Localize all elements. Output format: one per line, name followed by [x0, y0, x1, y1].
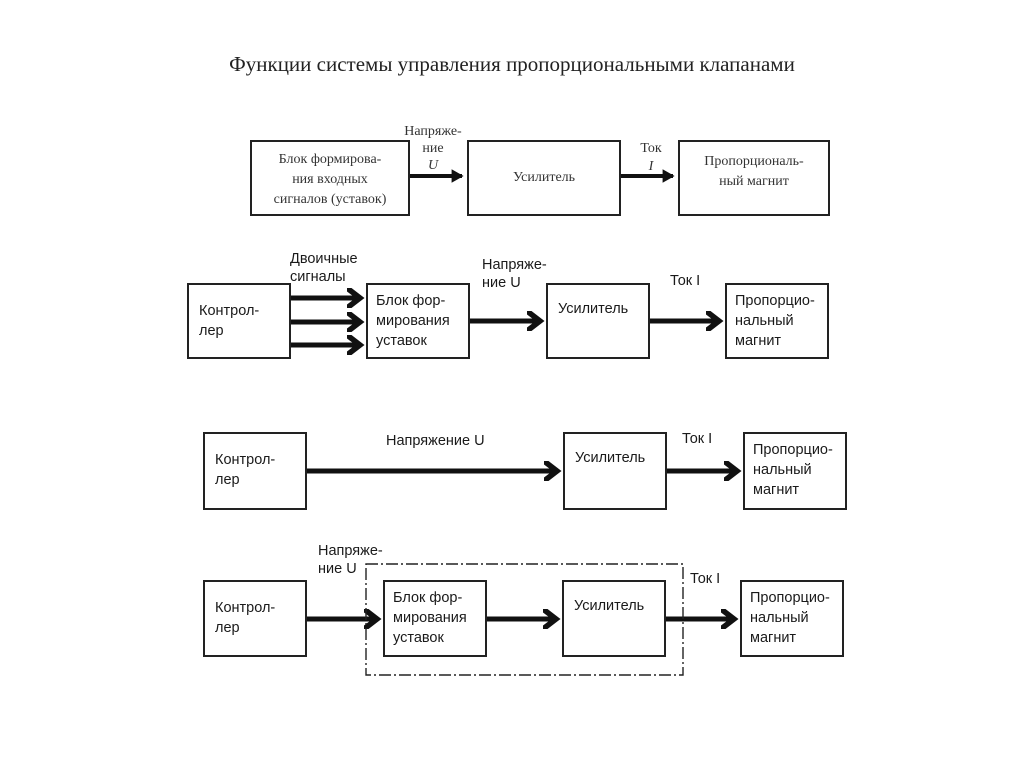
- dashed-group-frame-outline: [365, 563, 684, 676]
- block-label: Усилитель: [575, 450, 646, 466]
- block-label: Контрол- лер: [215, 452, 276, 488]
- voltage-label: Напряже- ние U: [318, 543, 383, 577]
- current-label: Ток I: [670, 273, 701, 289]
- block-label: Контрол- лер: [199, 303, 260, 339]
- magnet-block: Пропорциональ- ный магнит: [678, 140, 830, 216]
- block-label: Контрол- лер: [215, 600, 276, 636]
- voltage-label: Напряжение U: [386, 433, 485, 449]
- controller-block: Контрол- лер: [203, 432, 307, 510]
- voltage-text: Напряже- ние: [404, 124, 462, 156]
- magnet-block: Пропорцио- нальный магнит: [743, 432, 847, 510]
- magnet-block: Пропорцио- нальный магнит: [725, 283, 829, 359]
- current-var: I: [648, 159, 654, 174]
- amplifier-block: Усилитель: [563, 432, 667, 510]
- current-label: Ток I: [682, 431, 713, 447]
- amplifier-block: Усилитель: [546, 283, 650, 359]
- block-label: Блок формирова- ния входных сигналов (ус…: [273, 152, 387, 207]
- current-text: Ток: [640, 141, 662, 156]
- amplifier-block: Усилитель: [562, 580, 666, 657]
- block-label: Усилитель: [558, 301, 629, 317]
- amplifier-block: Усилитель: [467, 140, 621, 216]
- controller-block: Контрол- лер: [187, 283, 291, 359]
- block-label: Пропорцио- нальный магнит: [735, 293, 815, 349]
- binary-signals-label: Двоичные сигналы: [290, 251, 358, 285]
- current-label: Ток I: [690, 571, 721, 587]
- voltage-label: Напряже- ние U: [482, 257, 547, 291]
- setpoint-block: Блок формирова- ния входных сигналов (ус…: [250, 140, 410, 216]
- current-label: Ток I: [626, 122, 676, 176]
- voltage-label: Напряже- ние U: [398, 106, 468, 174]
- block-label: Пропорциональ- ный магнит: [704, 154, 804, 189]
- controller-block: Контрол- лер: [203, 580, 307, 657]
- block-label: Усилитель: [574, 598, 645, 614]
- setpoint-block: Блок фор- мирования уставок: [366, 283, 470, 359]
- block-label: Блок фор- мирования уставок: [393, 590, 467, 646]
- page-title: Функции системы управления пропорциональ…: [229, 52, 795, 76]
- magnet-block: Пропорцио- нальный магнит: [740, 580, 844, 657]
- block-label: Усилитель: [512, 170, 576, 185]
- block-label: Пропорцио- нальный магнит: [750, 590, 830, 646]
- voltage-var: U: [427, 158, 439, 173]
- block-label: Пропорцио- нальный магнит: [753, 442, 833, 498]
- setpoint-block: Блок фор- мирования уставок: [383, 580, 487, 657]
- block-label: Блок фор- мирования уставок: [376, 293, 450, 349]
